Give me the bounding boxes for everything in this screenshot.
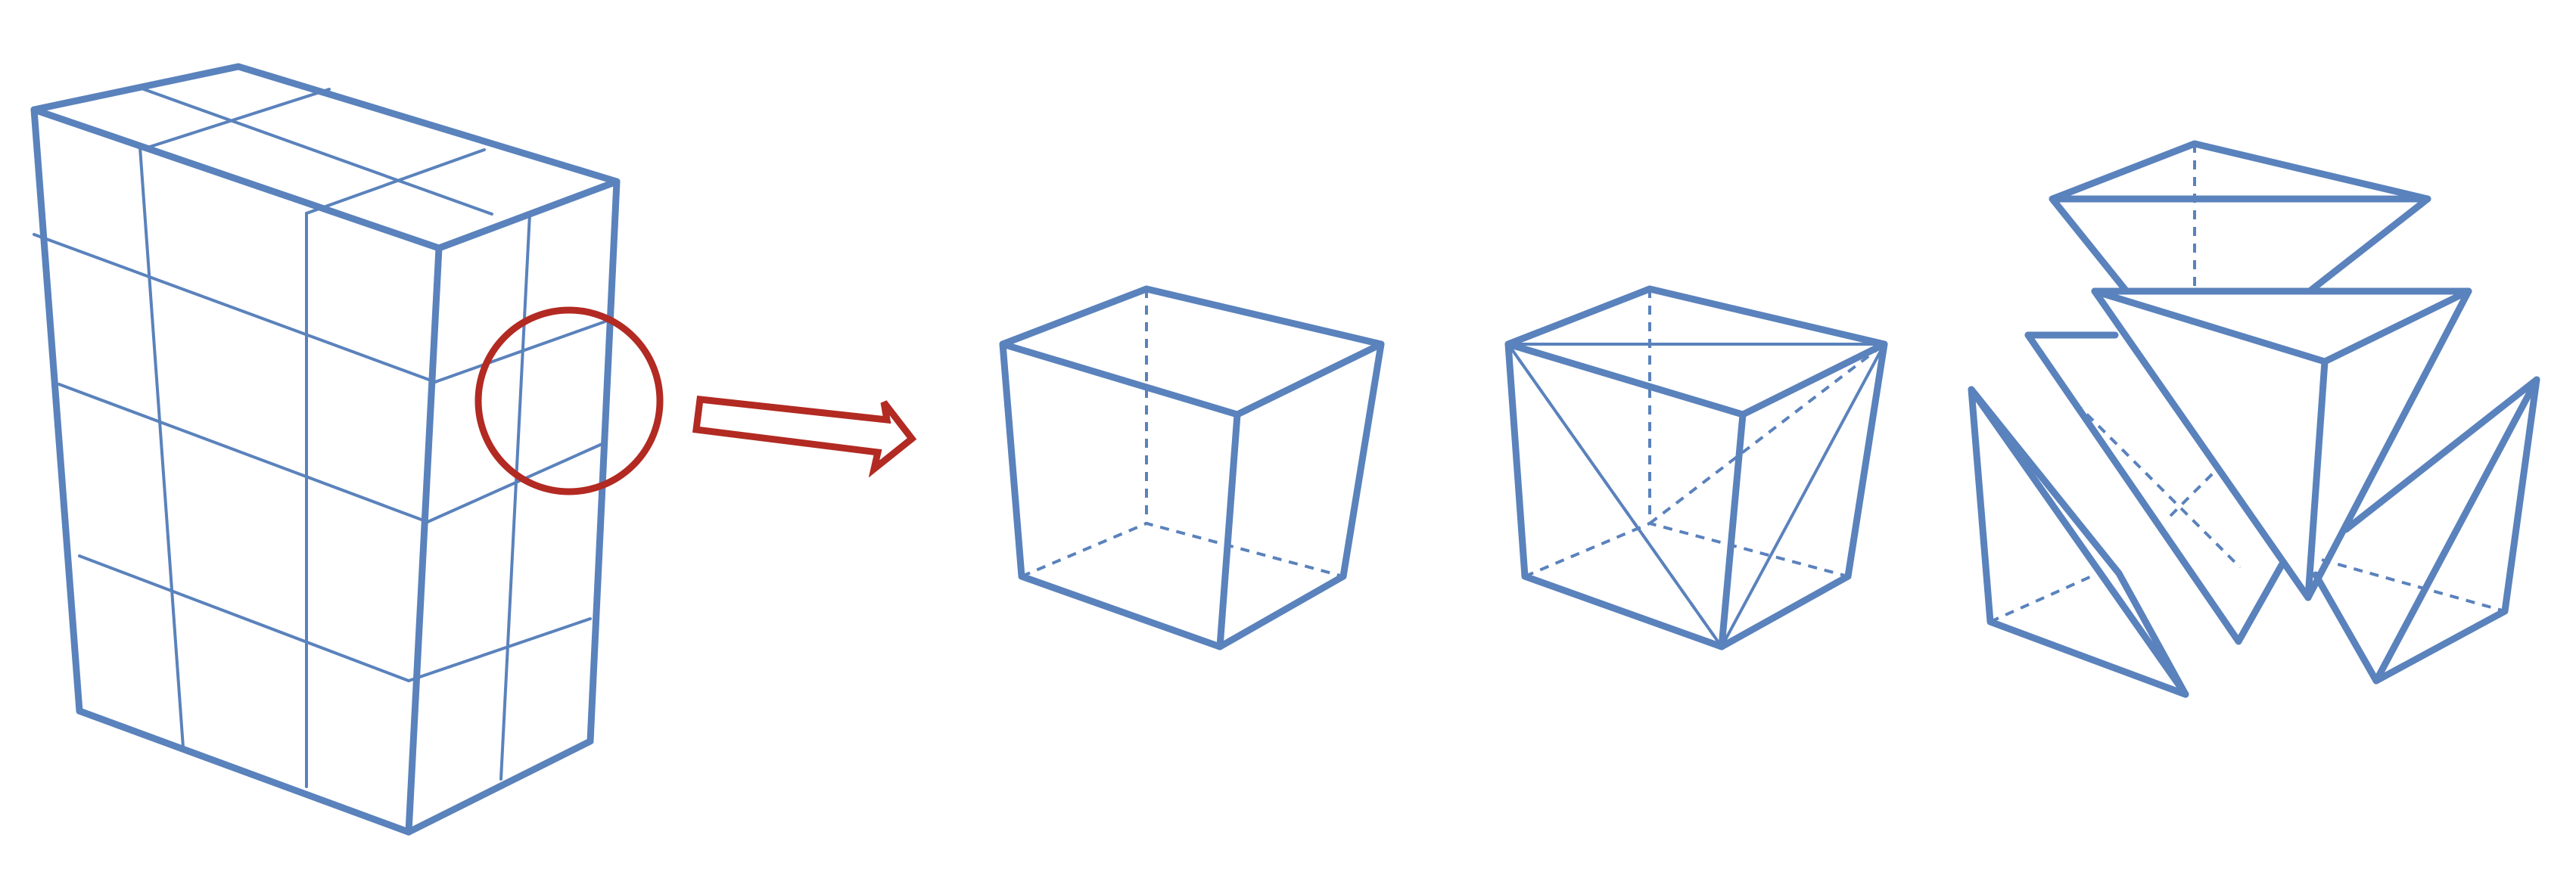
tetrahedron-center <box>2091 287 2472 601</box>
exploded-tetrahedra <box>1968 140 2540 698</box>
single-hexahedron <box>999 285 1385 650</box>
hexahedron-with-diagonals <box>1504 285 1888 650</box>
tetrahedron-top <box>2049 140 2431 295</box>
hexahedral-mesh-block <box>30 63 621 836</box>
tetrahedron-left-back <box>2024 331 2285 645</box>
tetrahedron-right <box>2312 376 2540 685</box>
mesh-outline <box>30 63 621 836</box>
highlight-circle <box>474 306 664 495</box>
mesh-grid-lines <box>33 88 607 788</box>
right-arrow-icon <box>692 396 917 478</box>
tetrahedron-left-front <box>1968 386 2189 698</box>
